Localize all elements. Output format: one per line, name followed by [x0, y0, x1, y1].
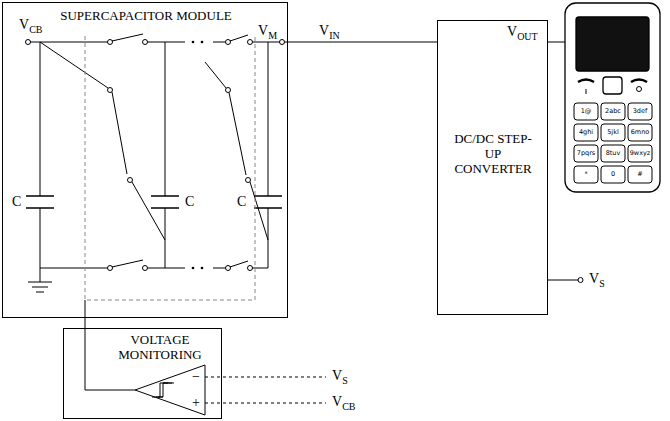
phone-key	[601, 166, 625, 183]
phone-key	[628, 124, 652, 141]
key-label: 6mno	[628, 129, 652, 136]
phone-key	[628, 145, 652, 162]
signal-name: VIN	[318, 24, 341, 38]
phone-key	[601, 124, 625, 141]
key-label: 4ghi	[574, 129, 598, 136]
signal-name: VS	[331, 369, 349, 383]
key-label: 2abc	[601, 108, 625, 115]
phone-key	[574, 103, 598, 120]
phone-key	[628, 166, 652, 183]
key-label: 9wxyz	[628, 150, 652, 157]
signal-name: VOUT	[506, 25, 539, 39]
phone-key	[574, 124, 598, 141]
capacitor-name: C	[236, 195, 247, 209]
key-label: #	[628, 171, 652, 178]
converter-box: DC/DC STEP-UP CONVERTER	[437, 20, 548, 315]
box-title: SUPERCAPACITOR MODULE	[3, 8, 289, 23]
phone-key	[574, 145, 598, 162]
wire-connector	[85, 318, 86, 328]
capacitor-name: C	[11, 195, 22, 209]
signal-name: VM	[257, 24, 278, 38]
signal-name: VCB	[331, 395, 356, 409]
phone-key	[601, 103, 625, 120]
phone-key	[601, 145, 625, 162]
key-label: *	[574, 171, 598, 178]
key-label: 8tuv	[601, 150, 625, 157]
phone-key	[628, 103, 652, 120]
box-title: DC/DC STEP-UP CONVERTER	[449, 131, 537, 176]
key-label: 3def	[628, 108, 652, 115]
key-label: 1@	[574, 108, 598, 115]
capacitor-name: C	[184, 195, 195, 209]
key-label: 0	[601, 171, 625, 178]
phone-key	[574, 166, 598, 183]
box-title: VOLTAGE MONITORING	[100, 332, 220, 362]
wire-connector	[288, 42, 437, 43]
pin-sign: +	[191, 396, 201, 410]
key-label: 7pqrs	[574, 150, 598, 157]
signal-name: VS	[588, 272, 606, 286]
pin-sign: −	[191, 370, 201, 384]
key-label: 5jkl	[601, 129, 625, 136]
module-box: SUPERCAPACITOR MODULE	[2, 2, 288, 318]
signal-name: VCB	[18, 18, 43, 32]
